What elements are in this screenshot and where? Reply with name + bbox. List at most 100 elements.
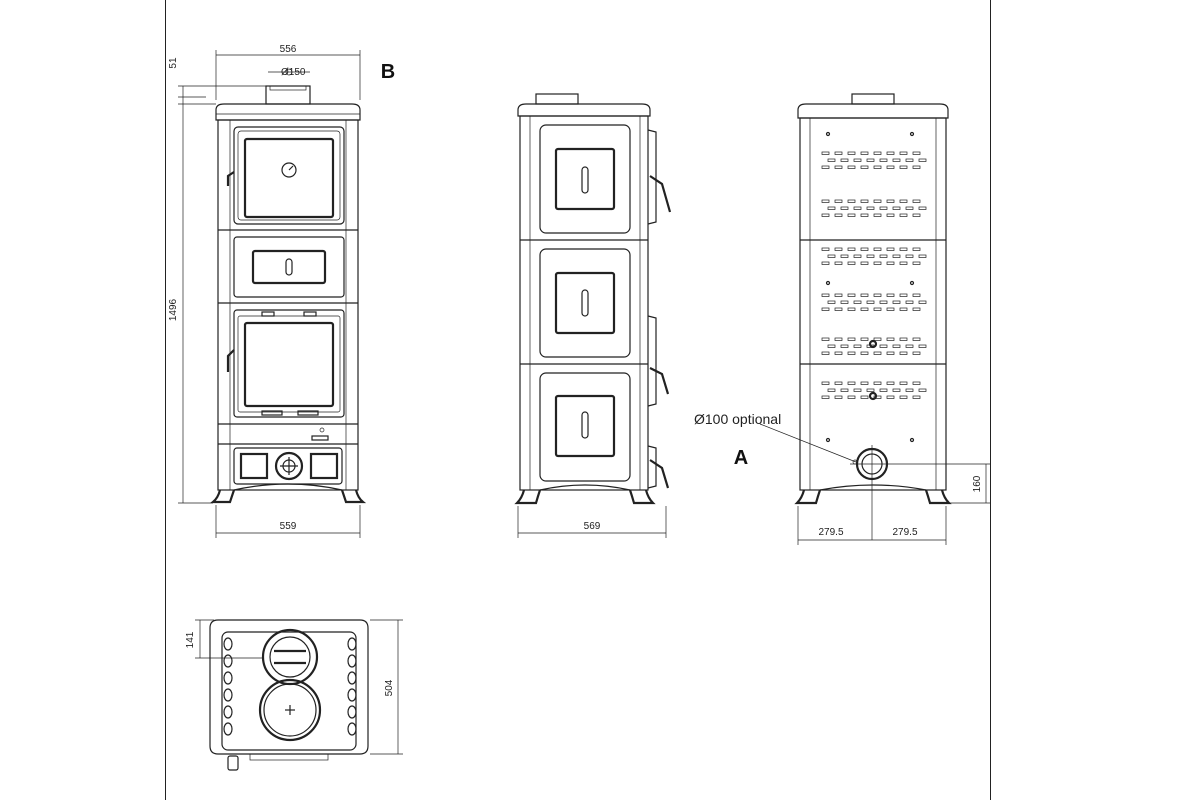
vent-slot xyxy=(886,247,895,251)
top-side-slots xyxy=(223,637,357,736)
vent-slot xyxy=(847,151,856,155)
vent-slot xyxy=(879,300,888,304)
vent-slot xyxy=(834,307,843,311)
vent-slot xyxy=(847,261,856,265)
side-slot xyxy=(223,671,233,685)
vent-slot xyxy=(821,165,830,169)
vent-slot xyxy=(879,388,888,392)
vent-slot xyxy=(827,300,836,304)
vent-slot xyxy=(866,158,875,162)
side-slot xyxy=(223,637,233,651)
vent-slot xyxy=(840,388,849,392)
vent-slot xyxy=(873,381,882,385)
side-slot xyxy=(347,688,357,702)
vent-slot xyxy=(886,351,895,355)
vent-slot xyxy=(905,388,914,392)
vent-slot xyxy=(847,351,856,355)
vent-slot xyxy=(899,261,908,265)
vent-slot xyxy=(905,206,914,210)
side-slot xyxy=(223,705,233,719)
side-slot xyxy=(347,654,357,668)
vent-slot xyxy=(847,381,856,385)
dim-top-view-depth: 504 xyxy=(384,679,395,696)
dim-front-total-height: 1496 xyxy=(168,298,179,321)
vent-slot xyxy=(821,351,830,355)
vent-slot xyxy=(899,351,908,355)
vent-slot xyxy=(918,254,927,258)
label-optional-flue: Ø100 optional xyxy=(694,411,781,427)
vent-slot xyxy=(821,213,830,217)
vent-slot xyxy=(912,337,921,341)
vent-slot xyxy=(918,206,927,210)
vent-slot xyxy=(860,261,869,265)
side-dimension-lines xyxy=(517,506,667,538)
vent-slot xyxy=(853,388,862,392)
vent-slot xyxy=(821,247,830,251)
vent-slot xyxy=(834,395,843,399)
vent-slot xyxy=(899,337,908,341)
side-slot xyxy=(223,688,233,702)
side-slot xyxy=(347,705,357,719)
vent-slot xyxy=(892,388,901,392)
vent-slot xyxy=(860,395,869,399)
vent-slot xyxy=(853,300,862,304)
vent-slot xyxy=(873,165,882,169)
vent-slot xyxy=(840,300,849,304)
vent-slot xyxy=(821,395,830,399)
vent-slot xyxy=(886,151,895,155)
vent-slot xyxy=(912,165,921,169)
back-dimension-lines xyxy=(759,423,990,545)
vent-slot xyxy=(873,151,882,155)
back-vent-slots xyxy=(821,151,927,399)
vent-slot xyxy=(821,199,830,203)
vent-slot xyxy=(834,381,843,385)
vent-slot xyxy=(834,293,843,297)
label-section-b: B xyxy=(381,61,395,83)
vent-slot xyxy=(892,344,901,348)
front-dimension-lines xyxy=(178,50,361,538)
vent-slot xyxy=(827,344,836,348)
vent-slot xyxy=(886,293,895,297)
vent-slot xyxy=(834,337,843,341)
vent-slot xyxy=(840,158,849,162)
frame-line-left xyxy=(165,0,166,800)
vent-slot xyxy=(834,199,843,203)
side-slot xyxy=(223,722,233,736)
frame-line-right xyxy=(990,0,991,800)
vent-slot xyxy=(873,337,882,341)
vent-slot xyxy=(821,261,830,265)
vent-slot xyxy=(847,293,856,297)
vent-slot xyxy=(860,337,869,341)
vent-slot xyxy=(899,307,908,311)
vent-slot xyxy=(821,337,830,341)
vent-slot xyxy=(879,254,888,258)
vent-slot xyxy=(905,158,914,162)
vent-slot xyxy=(847,247,856,251)
vent-slot xyxy=(853,344,862,348)
vent-slot xyxy=(847,165,856,169)
vent-slot xyxy=(827,158,836,162)
vent-slot xyxy=(879,158,888,162)
vent-slot xyxy=(886,307,895,311)
vent-slot xyxy=(860,381,869,385)
vent-slot xyxy=(840,344,849,348)
vent-slot xyxy=(866,388,875,392)
vent-slot xyxy=(905,300,914,304)
vent-slot xyxy=(821,293,830,297)
vent-slot xyxy=(873,247,882,251)
vent-slot xyxy=(866,300,875,304)
vent-slot xyxy=(834,261,843,265)
dim-flue-diameter: Ø150 xyxy=(281,67,306,78)
dim-back-right-half: 279.5 xyxy=(892,527,917,538)
vent-slot xyxy=(886,199,895,203)
vent-slot xyxy=(899,213,908,217)
vent-slot xyxy=(873,395,882,399)
vent-slot xyxy=(860,213,869,217)
vent-slot xyxy=(905,344,914,348)
vent-slot xyxy=(899,395,908,399)
vent-slot xyxy=(879,206,888,210)
vent-slot xyxy=(834,247,843,251)
vent-slot xyxy=(834,165,843,169)
vent-slot xyxy=(847,307,856,311)
